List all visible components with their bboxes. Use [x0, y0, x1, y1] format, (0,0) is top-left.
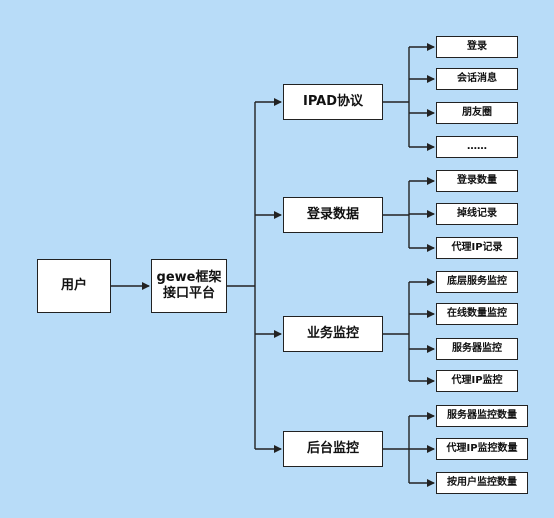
item-box: …… [436, 136, 518, 158]
item-label: 按用户监控数量 [447, 476, 517, 488]
item-label: 朋友圈 [462, 106, 492, 118]
category-label: IPAD协议 [302, 93, 364, 109]
category-box-login-data: 登录数据 [283, 197, 383, 233]
user-box: 用户 [37, 259, 111, 313]
category-label: 业务监控 [306, 325, 359, 341]
category-box-backend-monitor: 后台监控 [283, 431, 383, 467]
category-box-ipad: IPAD协议 [283, 84, 383, 120]
item-box: 服务器监控数量 [436, 405, 528, 427]
item-box: 代理IP记录 [436, 237, 518, 259]
item-box: 底层服务监控 [436, 271, 518, 293]
item-box: 按用户监控数量 [436, 472, 528, 494]
platform-label-line2: 接口平台 [162, 286, 215, 301]
item-box: 在线数量监控 [436, 303, 518, 325]
item-box: 会话消息 [436, 68, 518, 90]
item-box: 代理IP监控 [436, 370, 518, 392]
item-label: 代理IP监控 [451, 374, 503, 386]
item-label: …… [467, 140, 487, 152]
item-label: 代理IP记录 [451, 241, 503, 253]
platform-label-line1: gewe框架 [156, 269, 222, 285]
item-box: 掉线记录 [436, 203, 518, 225]
item-box: 朋友圈 [436, 102, 518, 124]
category-label: 登录数据 [306, 206, 359, 222]
item-label: 在线数量监控 [447, 307, 507, 319]
item-box: 代理IP监控数量 [436, 438, 528, 460]
platform-box: gewe框架 接口平台 [151, 259, 227, 313]
item-label: 服务器监控 [452, 342, 502, 354]
item-label: 掉线记录 [457, 207, 497, 219]
category-label: 后台监控 [306, 440, 359, 456]
item-box: 登录 [436, 36, 518, 58]
item-box: 登录数量 [436, 170, 518, 192]
item-label: 会话消息 [457, 72, 497, 84]
user-label: 用户 [60, 277, 87, 293]
category-box-business-monitor: 业务监控 [283, 316, 383, 352]
item-label: 登录 [467, 40, 487, 52]
item-label: 代理IP监控数量 [446, 442, 518, 454]
item-box: 服务器监控 [436, 338, 518, 360]
item-label: 登录数量 [457, 174, 497, 186]
item-label: 服务器监控数量 [447, 409, 517, 421]
item-label: 底层服务监控 [447, 275, 507, 287]
